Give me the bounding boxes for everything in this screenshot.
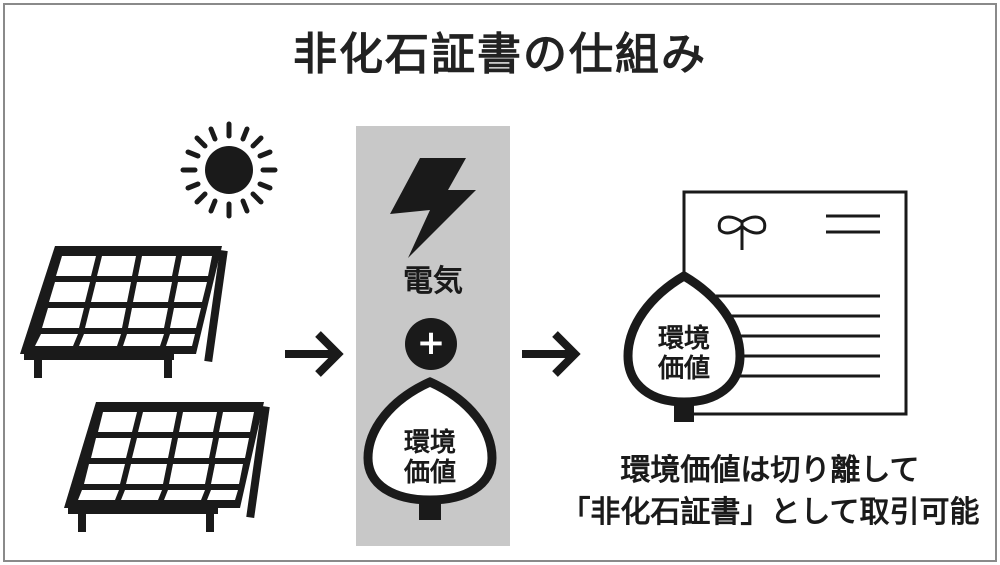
arrow-right-icon [285, 331, 344, 377]
caption-line2: 「非化石証書」として取引可能 [560, 495, 980, 530]
leaf-icon [623, 270, 745, 422]
right-leaf-label: 環境 価値 [640, 324, 728, 384]
arrow-right-icon [522, 331, 581, 377]
middle-leaf-label: 環境 価値 [386, 428, 474, 488]
page-title: 非化石証書の仕組み [293, 29, 707, 80]
leaf-label-line1: 環境 [403, 428, 456, 458]
outer-frame [3, 3, 997, 562]
leaf-label-line1: 環境 [657, 324, 710, 354]
sun-icon [180, 121, 278, 219]
leaf-label-line2: 価値 [657, 354, 710, 384]
leaf-icon [363, 377, 497, 520]
leaf-label-line2: 価値 [403, 458, 456, 488]
solar-panel-icon [20, 246, 228, 378]
solar-panel-icon [64, 402, 270, 532]
plus-icon: + [405, 318, 457, 370]
electricity-label: 電気 [403, 264, 463, 299]
lightning-icon [390, 158, 476, 258]
caption: 環境価値は切り離して 「非化石証書」として取引可能 [560, 450, 980, 534]
caption-line1: 環境価値は切り離して [620, 453, 920, 488]
